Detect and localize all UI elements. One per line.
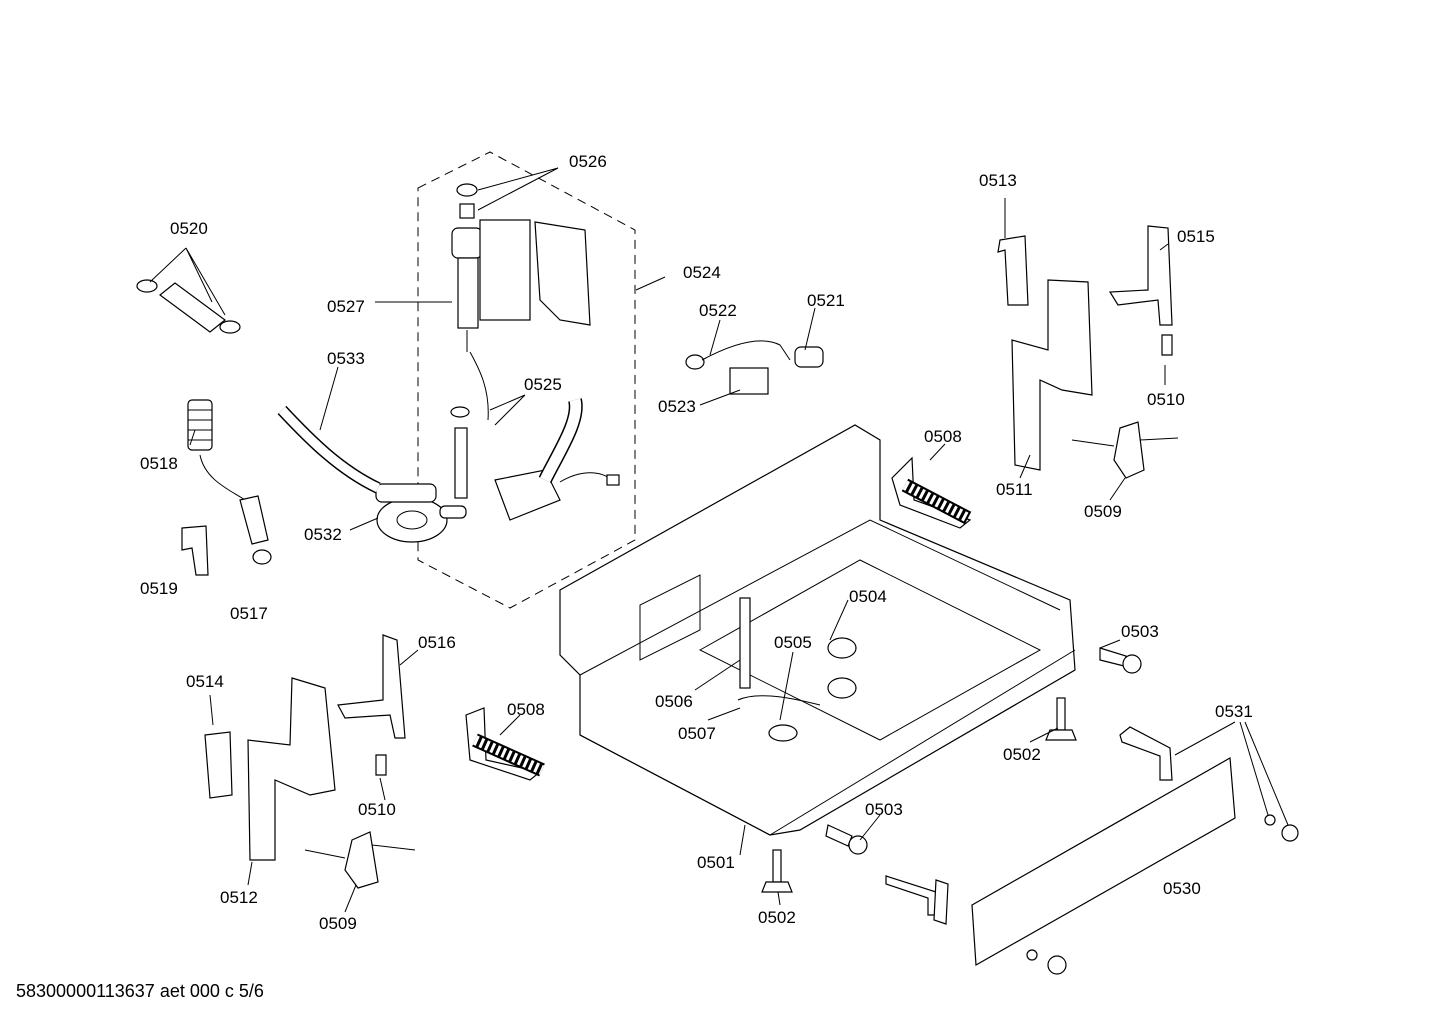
part-0527 (451, 219, 591, 352)
part-0516 (337, 634, 406, 739)
label-0514: 0514 (186, 672, 224, 691)
label-0507: 0507 (678, 724, 716, 743)
part-0512 (247, 677, 336, 861)
label-0504: 0504 (849, 587, 887, 606)
label-0527: 0527 (327, 297, 365, 316)
label-0530: 0530 (1163, 879, 1201, 898)
part-0523 (729, 367, 769, 395)
part-0503-left (825, 824, 868, 855)
label-0519: 0519 (140, 579, 178, 598)
part-0532 (375, 483, 467, 543)
part-0521 (794, 346, 824, 368)
label-0522: 0522 (699, 301, 737, 320)
label-0505: 0505 (774, 633, 812, 652)
part-0501-base (559, 424, 1076, 836)
label-0503-left: 0503 (865, 800, 903, 819)
label-0520: 0520 (170, 219, 208, 238)
part-0522 (685, 340, 791, 370)
part-0513 (997, 235, 1029, 306)
label-0509-left: 0509 (319, 914, 357, 933)
label-0510-left: 0510 (358, 800, 396, 819)
label-0532: 0532 (304, 525, 342, 544)
leader-lines (149, 167, 1289, 913)
label-0506: 0506 (655, 692, 693, 711)
document-footer-id: 58300000113637 aet 000 c 5/6 (16, 981, 264, 1001)
part-0508-right (891, 456, 972, 529)
part-0508-left (465, 707, 545, 781)
label-0515: 0515 (1177, 227, 1215, 246)
part-0525 (450, 351, 489, 499)
label-0533: 0533 (327, 349, 365, 368)
part-0518 (187, 399, 246, 501)
part-0511 (1011, 279, 1093, 471)
label-0521: 0521 (807, 291, 845, 310)
label-0501: 0501 (697, 853, 735, 872)
label-0523: 0523 (658, 397, 696, 416)
part-0510-left (375, 754, 387, 776)
part-0503-right (1099, 647, 1142, 674)
part-0502-left (761, 849, 793, 893)
label-0502-right: 0502 (1003, 745, 1041, 764)
label-0525: 0525 (524, 375, 562, 394)
part-0515 (1108, 225, 1173, 326)
label-0509-right: 0509 (1084, 502, 1122, 521)
label-0516: 0516 (418, 633, 456, 652)
label-0513: 0513 (979, 171, 1017, 190)
part-0520 (136, 279, 241, 334)
part-0509-right (1071, 421, 1179, 479)
label-0508-right: 0508 (924, 427, 962, 446)
label-0517: 0517 (230, 604, 268, 623)
part-0524-heater (494, 398, 620, 521)
part-0502-right (1045, 697, 1077, 741)
part-0530 (971, 757, 1236, 966)
label-0511: 0511 (996, 480, 1033, 499)
label-0503-right: 0503 (1121, 622, 1159, 641)
part-0510-right (1161, 334, 1173, 356)
label-0518: 0518 (140, 454, 178, 473)
label-0526: 0526 (569, 152, 607, 171)
label-0510-right: 0510 (1147, 390, 1185, 409)
pump-assembly-boundary (417, 151, 636, 609)
part-0514 (204, 731, 233, 799)
label-0512: 0512 (220, 888, 258, 907)
label-0531: 0531 (1215, 702, 1253, 721)
label-0502-left: 0502 (758, 908, 796, 927)
part-0533 (277, 405, 381, 494)
part-0509-left (304, 831, 416, 889)
label-0508-left: 0508 (507, 700, 545, 719)
part-0526 (456, 183, 478, 219)
part-0519 (181, 525, 209, 576)
part-0531 (885, 726, 1299, 975)
part-0517 (239, 495, 272, 565)
label-0524: 0524 (683, 263, 721, 282)
